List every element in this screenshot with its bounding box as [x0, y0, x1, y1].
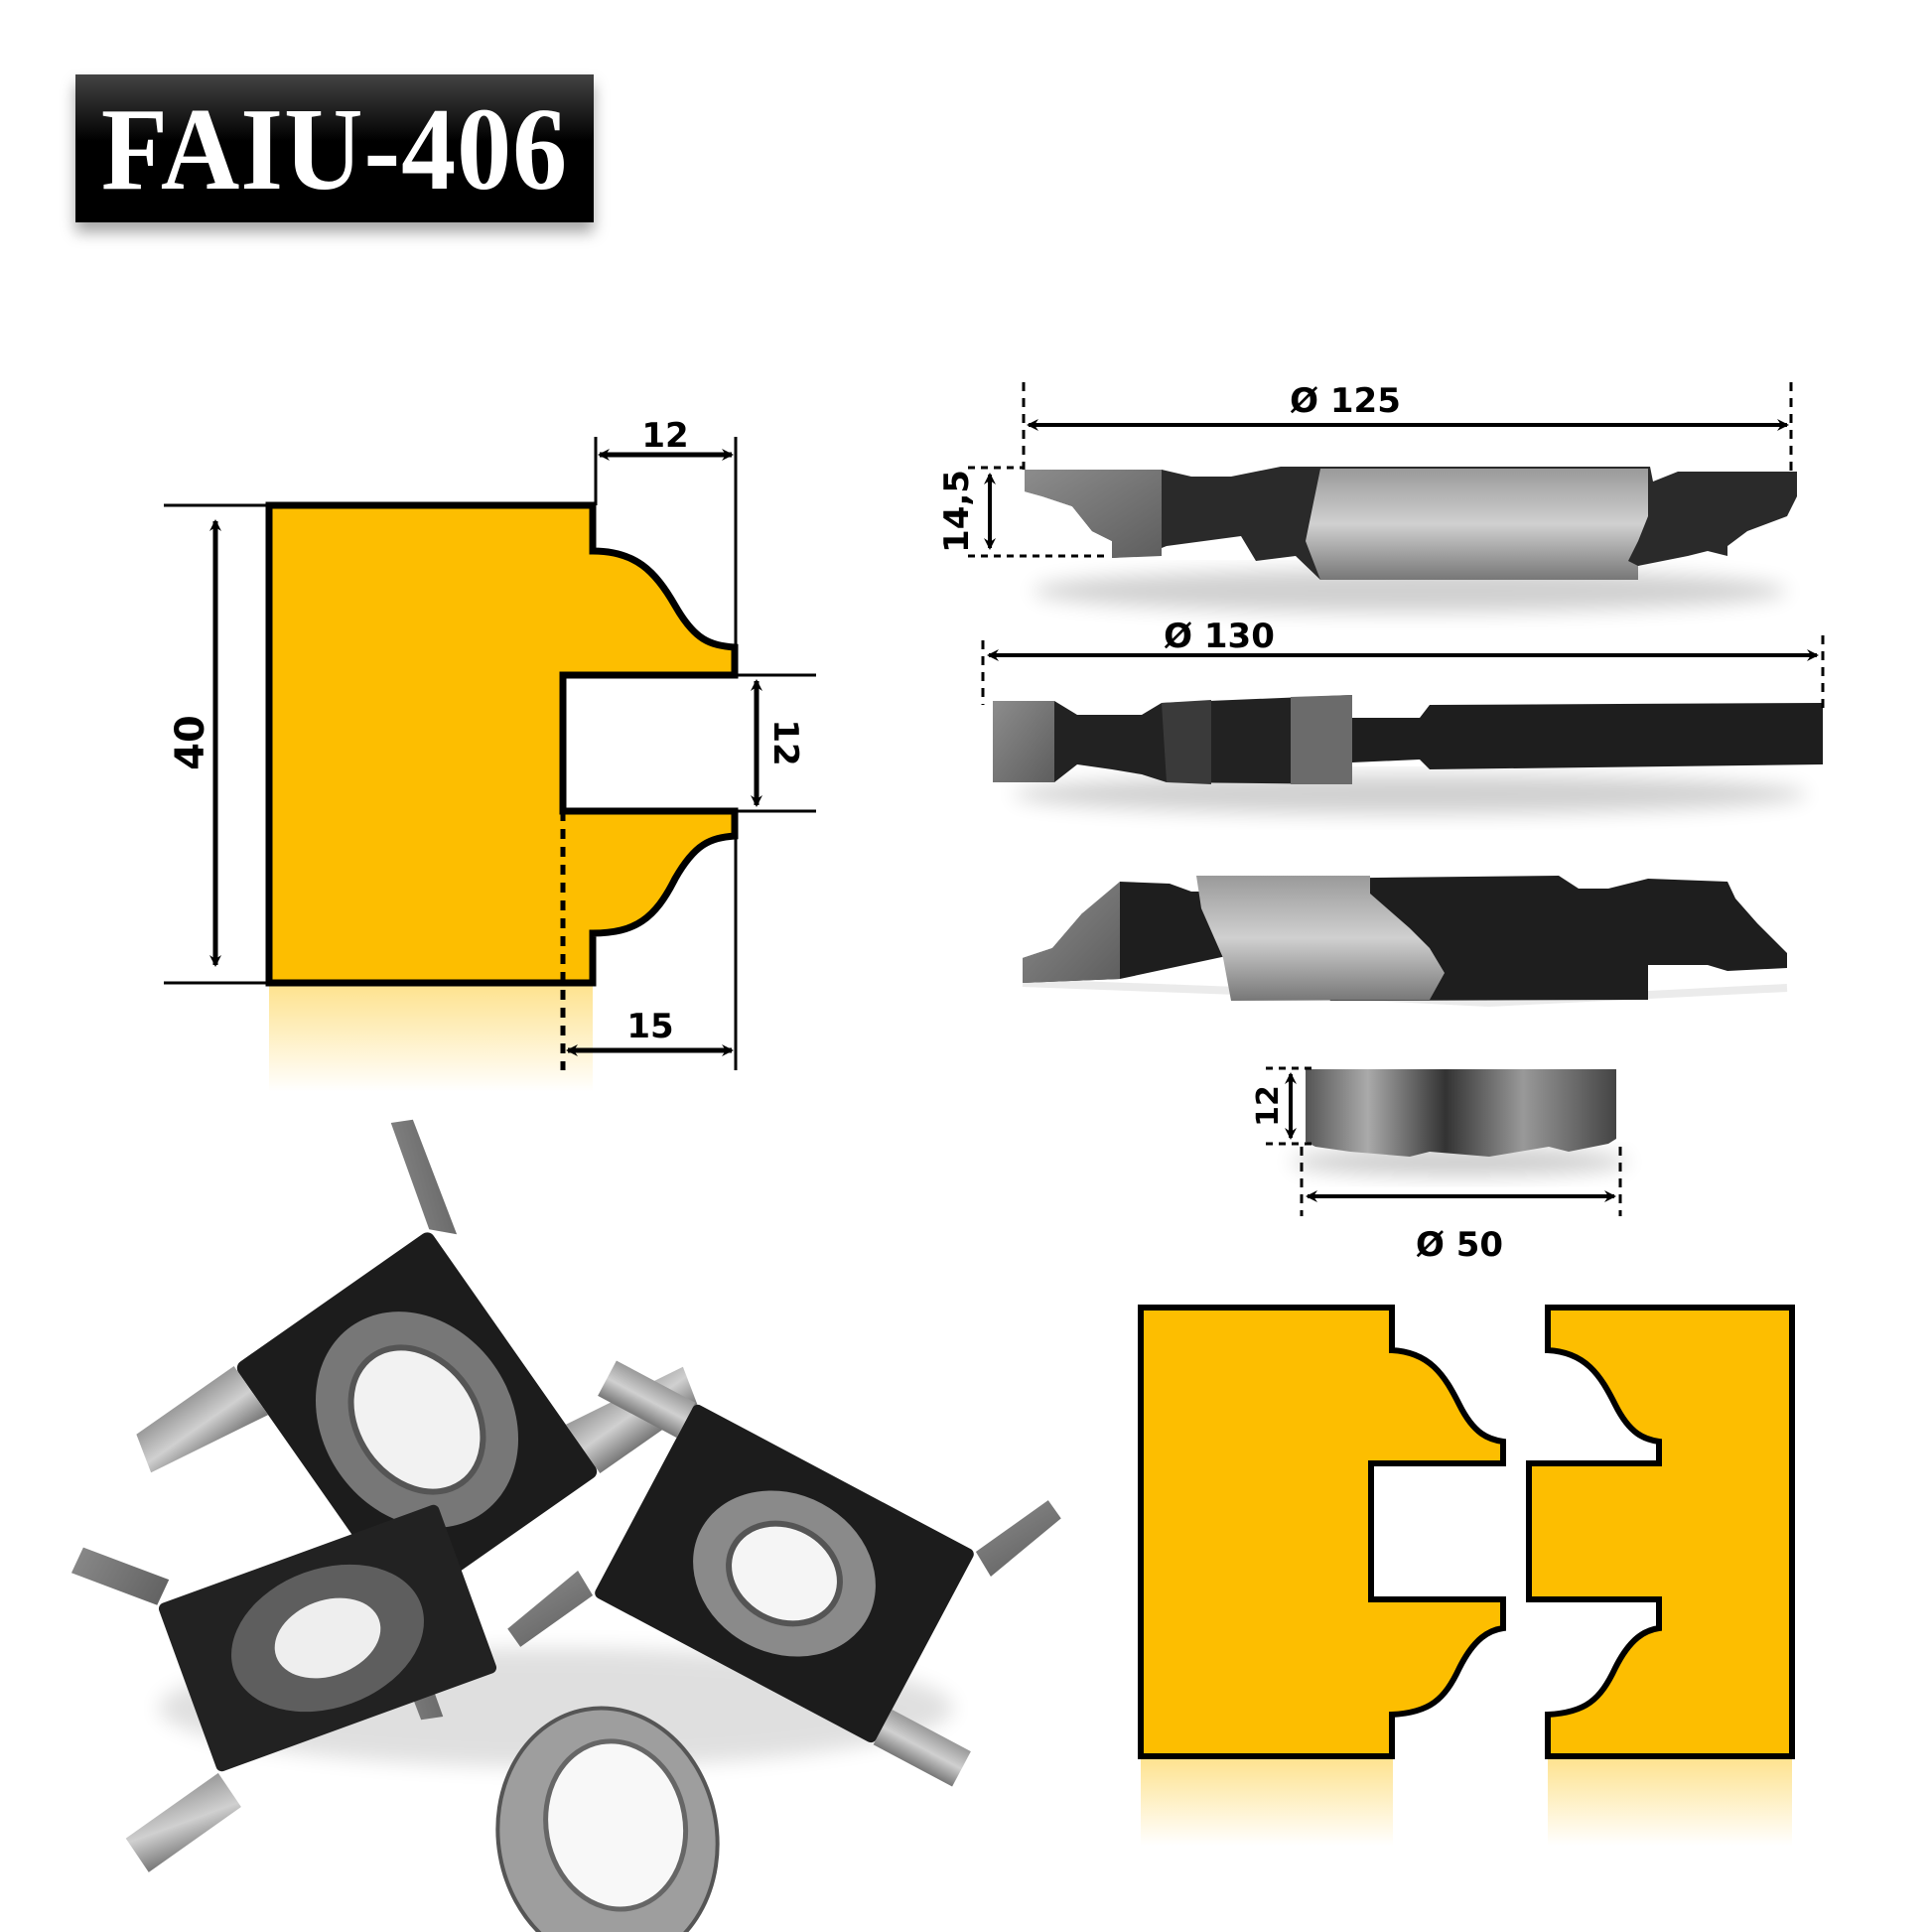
diameter-125-label: Ø 125	[1290, 381, 1401, 421]
product-code-badge: FAIU-406	[75, 74, 594, 222]
diameter-130-label: Ø 130	[1164, 617, 1275, 656]
dimension-bottom-depth-label: 15	[626, 1007, 673, 1046]
cutter-set-photo	[70, 1119, 1061, 1932]
profile-drawing: 40 12 12 15	[164, 416, 816, 1092]
height-14-5-label: 14,5	[937, 470, 977, 553]
cutter-photo-tongue	[1022, 876, 1788, 1008]
dimension-height-label: 40	[168, 715, 213, 770]
dimension-top-width-label: 12	[641, 416, 688, 456]
left-board-profile	[1138, 1305, 1506, 1759]
cutter-photo-groove: Ø 130	[981, 617, 1825, 814]
spacer-ring-photo: 12 Ø 50	[1251, 1066, 1628, 1265]
assembled-profiles	[1138, 1305, 1795, 1846]
cutter-profile-shape	[265, 501, 739, 987]
cutter-photo-profile: Ø 125 14,5	[937, 381, 1797, 613]
product-code: FAIU-406	[100, 82, 569, 214]
profile-reflection	[269, 983, 593, 1092]
right-board-profile	[1526, 1305, 1795, 1759]
dimension-groove-height-label: 12	[765, 719, 805, 765]
spacer-diameter-label: Ø 50	[1416, 1225, 1503, 1265]
spacer-height-label: 12	[1251, 1085, 1286, 1127]
